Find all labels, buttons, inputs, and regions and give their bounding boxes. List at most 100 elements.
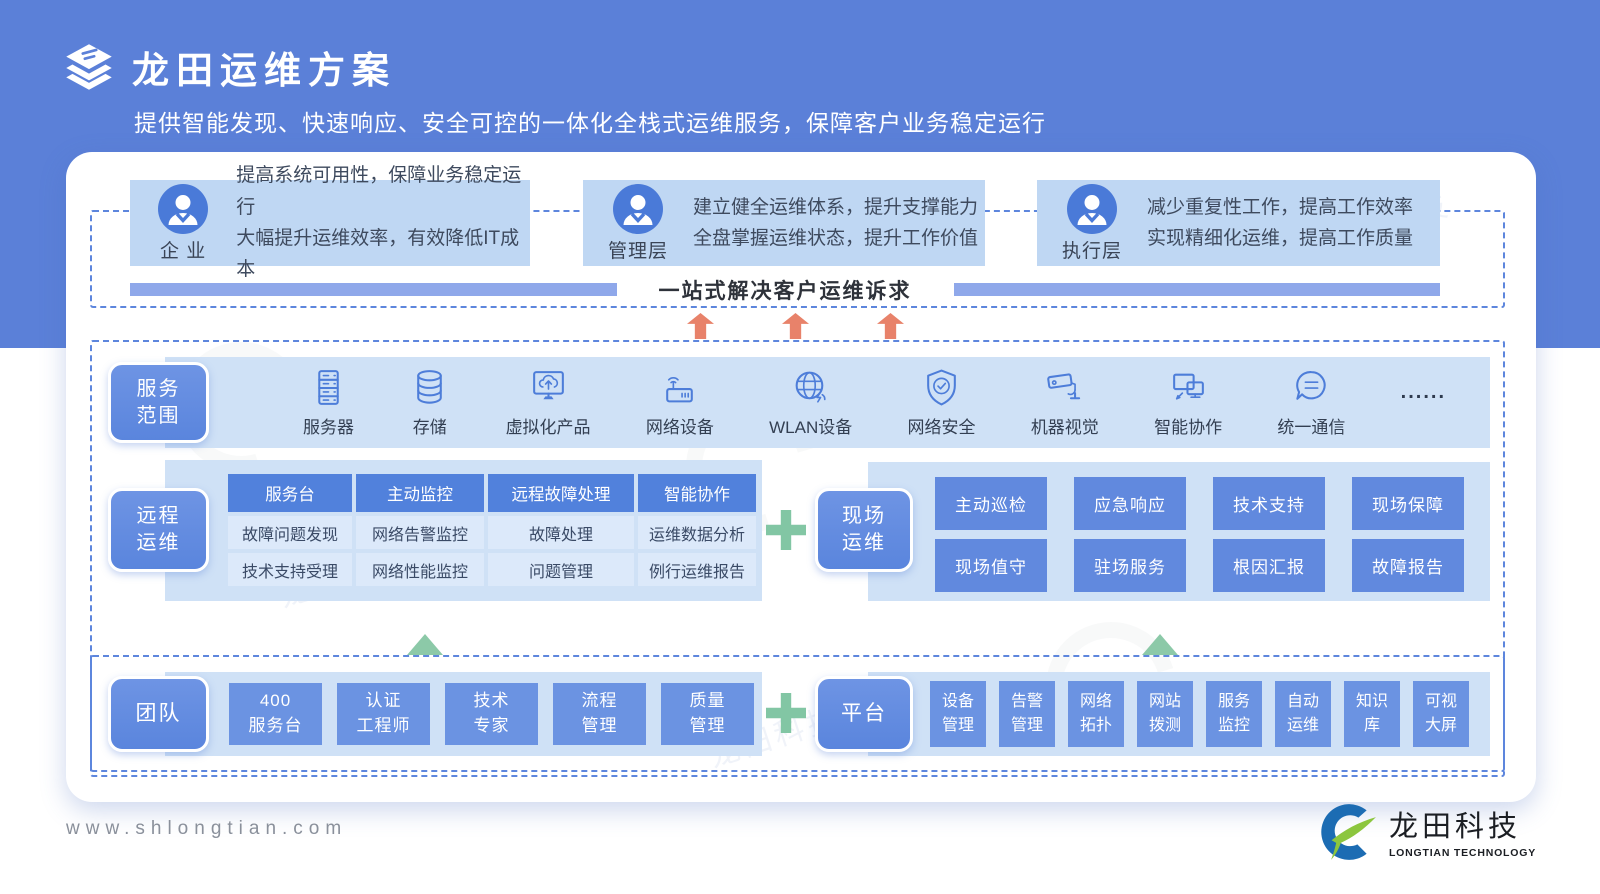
- scope-label: 存储: [412, 418, 447, 437]
- remote-col-collaboration: 智能协作 运维数据分析 例行运维报告: [638, 474, 756, 586]
- platform-item: 知识 库: [1344, 681, 1400, 747]
- audience-role: 企 业: [160, 240, 207, 262]
- remote-cell: 网络告警监控: [356, 516, 484, 549]
- scope-item-network-security: 网络安全: [908, 367, 976, 438]
- team-item: 质量 管理: [661, 683, 754, 745]
- main-card: 龙田科技 龙田科技 龙田科技 企 业 提高系统可用性，保障业务稳定运行 大幅提升…: [66, 152, 1536, 802]
- scope-item-storage: 存储: [409, 367, 450, 438]
- onsite-ops-chip: 现场 运维: [815, 488, 913, 572]
- platform-item: 网络 拓扑: [1068, 681, 1124, 747]
- scope-label: 智能协作: [1154, 418, 1223, 437]
- remote-cell: 运维数据分析: [638, 516, 756, 549]
- user-icon: [613, 183, 663, 234]
- onsite-item: 驻场服务: [1074, 539, 1186, 592]
- logo-name: 龙田科技: [1388, 811, 1521, 843]
- audience-role: 管理层: [607, 240, 668, 262]
- onsite-item: 现场值守: [935, 539, 1047, 592]
- remote-col-header: 主动监控: [356, 474, 484, 512]
- scope-label: WLAN设备: [769, 418, 853, 437]
- scope-item-smart-collaboration: 智能协作: [1154, 367, 1222, 438]
- platform-item: 可视 大屏: [1413, 681, 1469, 747]
- up-arrow-icon: [782, 313, 809, 339]
- longtian-logo-icon: [1321, 804, 1376, 860]
- remote-col-header: 智能协作: [638, 474, 756, 512]
- machine-vision-icon: [1047, 373, 1081, 400]
- remote-cell: 网络性能监控: [356, 553, 484, 586]
- scope-item-virtualization: 虚拟化产品: [506, 367, 591, 438]
- remote-cell: 故障问题发现: [228, 516, 352, 549]
- audience-card-execution: 执行层 减少重复性工作，提高工作效率 实现精细化运维，提高工作质量: [1037, 180, 1440, 266]
- scope-label: 服务器: [303, 418, 354, 437]
- onsite-item: 应急响应: [1074, 477, 1186, 530]
- platform-panel: 设备 管理 告警 管理 网络 拓扑 网站 拨测 服务 监控 自动 运维 知识 库…: [868, 672, 1490, 756]
- team-item: 认证 工程师: [337, 683, 430, 745]
- team-item: 400 服务台: [229, 683, 322, 745]
- smart-collaboration-icon: [1172, 373, 1204, 400]
- remote-col-troubleshooting: 远程故障处理 故障处理 问题管理: [488, 474, 634, 586]
- remote-cell: 问题管理: [488, 553, 634, 586]
- website-url: www.shlongtian.com: [66, 818, 348, 839]
- unified-communication-icon: [1296, 371, 1326, 400]
- audience-role: 执行层: [1061, 240, 1122, 262]
- scope-label: 网络安全: [907, 418, 976, 437]
- platform-item: 网站 拨测: [1137, 681, 1193, 747]
- page-title: 龙田运维方案: [132, 50, 396, 91]
- banner-bar-right: [953, 283, 1440, 296]
- logo-subtitle: LONGTIAN TECHNOLOGY: [1388, 847, 1536, 859]
- remote-cell: 技术支持受理: [228, 553, 352, 586]
- platform-item: 服务 监控: [1206, 681, 1262, 747]
- remote-ops-grid: 服务台 故障问题发现 技术支持受理 主动监控 网络告警监控 网络性能监控 远程故…: [228, 474, 756, 586]
- team-item: 技术 专家: [445, 683, 538, 745]
- remote-col-header: 远程故障处理: [488, 474, 634, 512]
- user-icon: [158, 183, 209, 234]
- audience-line2: 实现精细化运维，提高工作质量: [1147, 228, 1414, 249]
- remote-cell: 例行运维报告: [638, 553, 756, 586]
- team-grid: 400 服务台 认证 工程师 技术 专家 流程 管理 质量 管理: [229, 683, 754, 745]
- company-logo: 龙田科技 LONGTIAN TECHNOLOGY: [1313, 798, 1536, 864]
- remote-col-servicedesk: 服务台 故障问题发现 技术支持受理: [228, 474, 352, 586]
- audience-line2: 大幅提升运维效率，有效降低IT成本: [236, 228, 520, 281]
- onsite-item: 技术支持: [1213, 477, 1325, 530]
- audience-line1: 建立健全运维体系，提升支撑能力: [693, 196, 979, 218]
- scope-item-machine-vision: 机器视觉: [1031, 367, 1099, 438]
- remote-cell: 故障处理: [488, 516, 634, 549]
- audience-line1: 减少重复性工作，提高工作效率: [1147, 196, 1414, 218]
- platform-item: 告警 管理: [999, 681, 1055, 747]
- remote-ops-chip: 远程 运维: [108, 488, 209, 572]
- scope-label: 机器视觉: [1030, 418, 1099, 437]
- platform-item: 设备 管理: [930, 681, 986, 747]
- layers-icon: [66, 44, 112, 90]
- scope-more-dots: ......: [1400, 381, 1446, 403]
- audience-line2: 全盘掌握运维状态，提升工作价值: [693, 228, 979, 249]
- scope-label: 网络设备: [645, 418, 714, 437]
- scope-item-network-device: 网络设备: [646, 367, 714, 438]
- services-dashed-box: [90, 340, 1505, 777]
- team-panel: 400 服务台 认证 工程师 技术 专家 流程 管理 质量 管理: [165, 672, 762, 756]
- scope-item-server: 服务器: [303, 367, 354, 438]
- service-scope-chip: 服务 范围: [108, 362, 209, 443]
- banner-bar-left: [130, 283, 617, 296]
- server-icon: [318, 370, 339, 405]
- team-item: 流程 管理: [553, 683, 646, 745]
- audience-card-enterprise: 企 业 提高系统可用性，保障业务稳定运行 大幅提升运维效率，有效降低IT成本: [130, 165, 530, 280]
- onsite-item: 根因汇报: [1213, 539, 1325, 592]
- network-security-icon: [927, 369, 956, 406]
- team-chip: 团队: [108, 676, 209, 752]
- network-device-icon: [666, 377, 694, 403]
- remote-ops-panel: 服务台 故障问题发现 技术支持受理 主动监控 网络告警监控 网络性能监控 远程故…: [165, 460, 762, 601]
- audience-line1: 提高系统可用性，保障业务稳定运行: [236, 165, 522, 218]
- platform-grid: 设备 管理 告警 管理 网络 拓扑 网站 拨测 服务 监控 自动 运维 知识 库…: [930, 681, 1469, 747]
- onsite-item: 故障报告: [1352, 539, 1464, 592]
- wlan-icon: [795, 371, 826, 403]
- banner: 一站式解决客户运维诉求: [130, 280, 1440, 303]
- scope-label: 统一通信: [1277, 418, 1346, 437]
- foundation-dashed-box: [90, 655, 1505, 772]
- page-subtitle: 提供智能发现、快速响应、安全可控的一体化全栈式运维服务，保障客户业务稳定运行: [134, 110, 1046, 136]
- scope-item-wlan: WLAN设备: [769, 367, 852, 438]
- scope-label: 虚拟化产品: [505, 418, 591, 437]
- onsite-ops-grid: 主动巡检 应急响应 技术支持 现场保障 现场值守 驻场服务 根因汇报 故障报告: [935, 477, 1464, 592]
- onsite-ops-panel: 主动巡检 应急响应 技术支持 现场保障 现场值守 驻场服务 根因汇报 故障报告: [868, 462, 1490, 601]
- up-arrow-icon: [877, 313, 904, 339]
- remote-col-header: 服务台: [228, 474, 352, 512]
